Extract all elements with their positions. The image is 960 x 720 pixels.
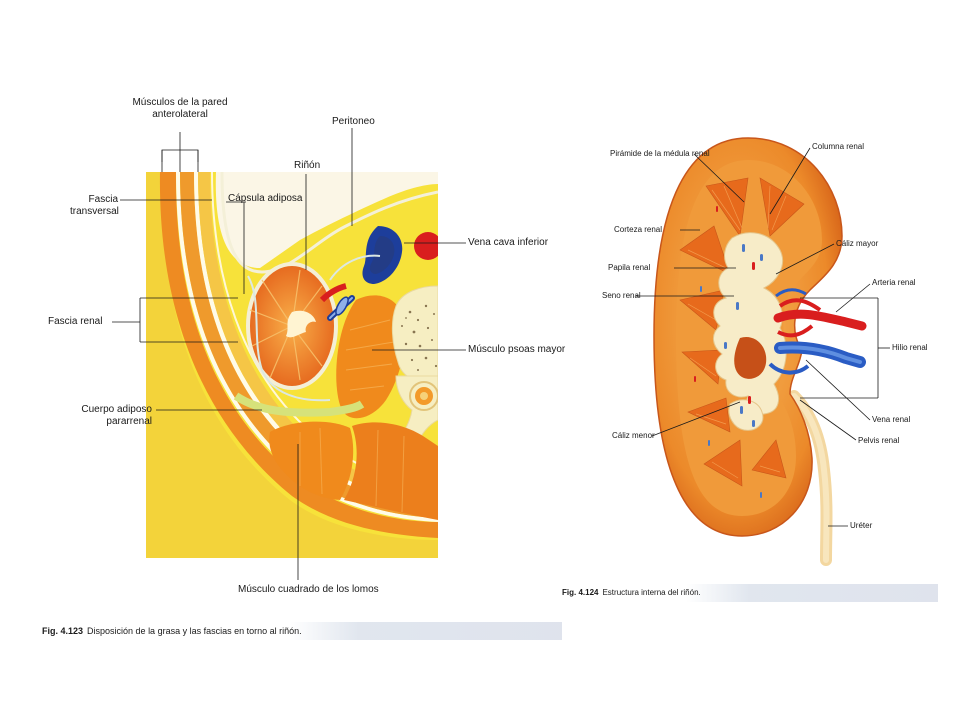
label-corteza: Corteza renal bbox=[614, 225, 663, 234]
label-columna: Columna renal bbox=[812, 142, 865, 151]
caption-bar-right bbox=[686, 584, 938, 602]
label-vena-renal: Vena renal bbox=[872, 415, 911, 424]
label-pelvis: Pelvis renal bbox=[858, 436, 900, 445]
label-fascia-transversal: Fascia transversal bbox=[70, 194, 119, 218]
caption-left-number: Fig. 4.123 bbox=[42, 626, 84, 636]
label-musculos-line1: Músculos de la pared bbox=[132, 97, 228, 108]
caption-right-text: Estructura interna del riñón. bbox=[602, 588, 701, 597]
label-caliz-mayor: Cáliz mayor bbox=[836, 239, 879, 248]
label-seno: Seno renal bbox=[602, 291, 641, 300]
label-musculos-line2: anterolateral bbox=[152, 109, 208, 120]
label-musculos-pared: Músculos de la pared anterolateral bbox=[130, 97, 230, 121]
label-peritoneo: Peritoneo bbox=[332, 116, 375, 127]
label-psoas: Músculo psoas mayor bbox=[468, 344, 566, 355]
label-arteria: Arteria renal bbox=[872, 278, 916, 287]
label-cuerpo-line1: Cuerpo adiposo bbox=[81, 404, 152, 415]
label-rinon: Riñón bbox=[294, 160, 321, 171]
label-piramide: Pirámide de la médula renal bbox=[610, 149, 710, 158]
label-cuadrado-lomos: Músculo cuadrado de los lomos bbox=[238, 584, 379, 595]
label-ureter: Uréter bbox=[850, 521, 873, 530]
label-cuerpo-line2: pararrenal bbox=[106, 416, 152, 427]
label-fascia-line2: transversal bbox=[70, 206, 119, 217]
label-cuerpo-adiposo: Cuerpo adiposo pararrenal bbox=[60, 404, 152, 428]
label-fascia-renal: Fascia renal bbox=[48, 316, 103, 327]
caption-bar-left bbox=[290, 622, 562, 640]
caption-left-text: Disposición de la grasa y las fascias en… bbox=[87, 626, 302, 636]
label-capsula-adiposa: Cápsula adiposa bbox=[228, 193, 303, 204]
caption-right-number: Fig. 4.124 bbox=[562, 588, 599, 597]
label-caliz-menor: Cáliz menor bbox=[612, 431, 655, 440]
label-hilio: Hilio renal bbox=[892, 343, 928, 352]
label-fascia-line1: Fascia bbox=[88, 194, 118, 205]
label-vena-cava: Vena cava inferior bbox=[468, 237, 549, 248]
label-papila: Papila renal bbox=[608, 263, 651, 272]
